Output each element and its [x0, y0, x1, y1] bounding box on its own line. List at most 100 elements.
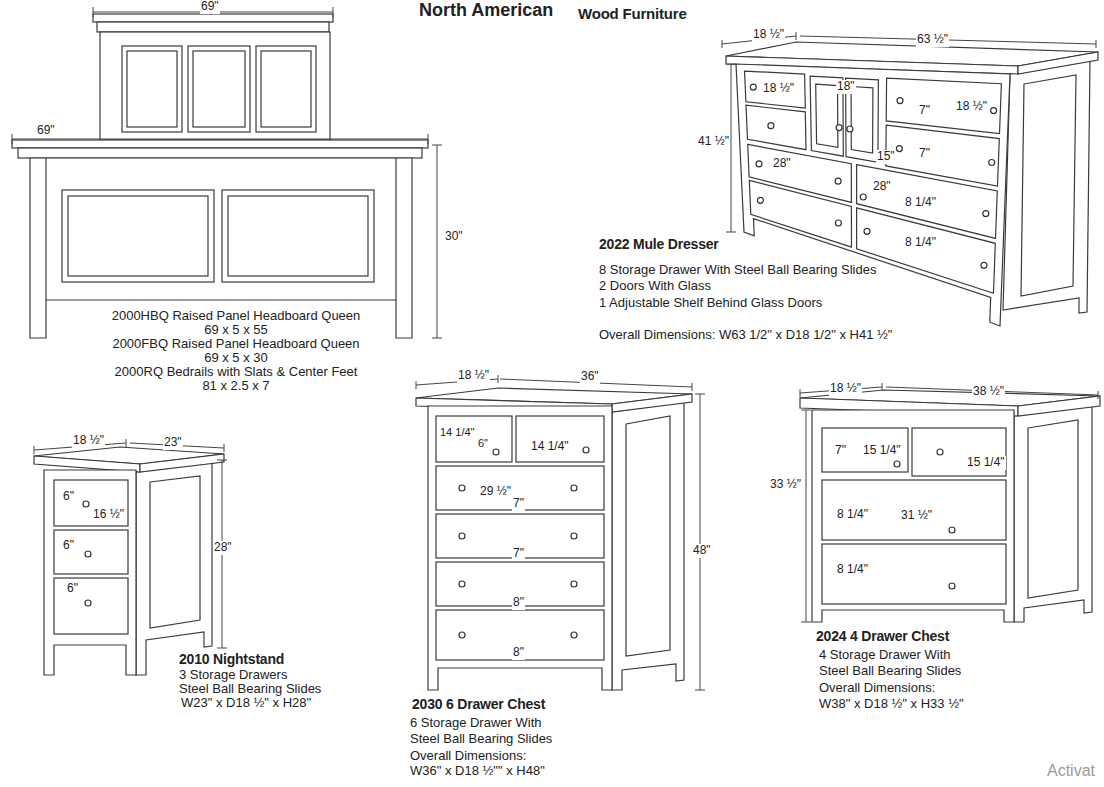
- drawer-knob: [896, 146, 902, 152]
- six-drawer-chest-drawing-part: [459, 533, 465, 539]
- dimension-label: 18 ½": [762, 82, 795, 96]
- four-drawer-chest-drawing-part: [912, 428, 1006, 476]
- brand-name: North American: [418, 0, 554, 21]
- dimension-label: 18 ½": [752, 28, 785, 42]
- drawer-knob: [864, 228, 870, 234]
- bed-drawing-part: [256, 46, 316, 132]
- six-drawer-chest-drawing-part: [571, 581, 577, 587]
- page-title: Wood Furniture: [577, 5, 688, 22]
- dimension-label: 6": [66, 582, 79, 596]
- bed-drawing-part: [18, 148, 422, 158]
- dimension-label: 18": [836, 80, 856, 94]
- four-drawer-chest-drawing-part: [937, 449, 943, 455]
- nightstand-drawing-part: [150, 476, 200, 628]
- dimension-label: 48": [692, 544, 712, 558]
- dresser-front: [736, 64, 1010, 326]
- nightstand-drawing-part: [44, 470, 136, 675]
- dimension-label: 36": [580, 370, 600, 384]
- bed-drawing-part: [222, 190, 374, 282]
- dimension-label: 33 ½": [769, 478, 802, 492]
- dimension-label: 16 ½": [92, 508, 125, 522]
- four-drawer-chest-drawing: [800, 390, 1100, 622]
- drawer-knob: [847, 126, 853, 132]
- dimension-lines-part: [432, 145, 442, 338]
- six-drawer-chest-drawing-part: [493, 449, 499, 455]
- nightstand-drawing-part: [140, 454, 224, 472]
- four-drawer-chest-drawing-part: [1028, 420, 1078, 598]
- dimension-label: 63 ½": [916, 33, 949, 47]
- four-drawer-chest-drawing-part: [822, 480, 1006, 540]
- drawer: [749, 180, 851, 247]
- bed-drawing-part: [127, 51, 177, 127]
- caption-text: W23" x D18 ½" x H28": [180, 696, 312, 711]
- dimension-lines-part: [801, 410, 811, 622]
- dimension-label: 30": [444, 230, 464, 244]
- caption-text: 8 Storage Drawer With Steel Ball Bearing…: [598, 263, 877, 278]
- drawer-knob: [860, 194, 866, 200]
- six-drawer-chest-drawing-part: [436, 416, 512, 462]
- six-drawer-chest-drawing-part: [436, 466, 604, 510]
- dimension-label: 28": [772, 157, 792, 171]
- six-drawer-chest-drawing: [416, 388, 692, 690]
- drawer-knob: [836, 125, 842, 131]
- six-drawer-chest-drawing-part: [571, 485, 577, 491]
- dimension-label: 28": [872, 180, 892, 194]
- four-drawer-chest-drawing-part: [812, 410, 1014, 622]
- four-drawer-chest-drawing-part: [949, 583, 955, 589]
- door-glass: [851, 87, 873, 154]
- nightstand-drawing-part: [54, 530, 128, 574]
- bed-drawing-part: [45, 158, 46, 300]
- dimension-label: 8": [512, 646, 525, 660]
- dimension-label: 69": [200, 0, 220, 14]
- caption-text: 3 Storage Drawers: [178, 668, 288, 683]
- six-drawer-chest-drawing-part: [583, 447, 589, 453]
- four-drawer-chest-drawing-part: [822, 428, 908, 472]
- dresser-drawing-part: [1021, 75, 1076, 296]
- caption-text: 69 x 5 x 30: [203, 351, 269, 366]
- dimension-lines-part: [695, 394, 705, 690]
- four-drawer-chest-drawing-part: [822, 544, 1006, 604]
- four-drawer-chest-drawing-part: [1018, 396, 1100, 416]
- drawer-knob: [757, 197, 763, 203]
- nightstand-drawing-part: [85, 551, 91, 557]
- drawer-knob: [768, 123, 774, 129]
- six-drawer-chest-drawing-part: [612, 394, 692, 412]
- caption-text: W38" x D18 ½" x H33 ½": [818, 697, 965, 712]
- drawer-knob: [989, 160, 995, 166]
- dimension-label: 14 1/4": [439, 426, 476, 439]
- dimension-label: 7": [512, 497, 525, 511]
- bed-drawing-part: [228, 196, 368, 276]
- product-name: 2030 6 Drawer Chest: [411, 696, 546, 712]
- dimension-label: 15 1/4": [862, 444, 902, 458]
- six-drawer-chest-drawing-part: [436, 610, 604, 660]
- caption-text: W36" x D18 ½"" x H48": [409, 764, 546, 779]
- caption-text: 4 Storage Drawer With: [818, 648, 952, 663]
- dresser-drawing-part: [1018, 52, 1098, 74]
- dimension-lines-part: [12, 134, 428, 144]
- drawer-knob: [750, 84, 756, 90]
- dresser-drawing-part: [1003, 60, 1090, 313]
- dimension-label: 8": [512, 596, 525, 610]
- nightstand-drawing-part: [136, 462, 212, 675]
- caption-text: 2000RQ Bedrails with Slats & Center Feet: [114, 365, 359, 380]
- dimension-label: 8 1/4": [904, 236, 937, 250]
- dimension-label: 28": [213, 541, 233, 555]
- dimension-label: 8 1/4": [904, 196, 937, 210]
- dimension-label: 6": [62, 539, 75, 553]
- six-drawer-chest-drawing-part: [571, 533, 577, 539]
- dimension-label: 7": [918, 147, 931, 161]
- dimension-label: 23": [163, 436, 183, 450]
- drawer-knob: [983, 211, 989, 217]
- drawer-knob: [981, 262, 987, 268]
- caption-text: 6 Storage Drawer With: [409, 716, 543, 731]
- dresser-drawing: [726, 42, 1098, 326]
- dimension-label: 15 1/4": [966, 456, 1006, 470]
- dimension-label: 7": [918, 104, 931, 118]
- dimension-label: 41 ½": [697, 135, 730, 149]
- dimension-label: 18 ½": [72, 434, 105, 448]
- nightstand-drawing-part: [85, 600, 91, 606]
- dimension-label: 38 ½": [972, 385, 1005, 399]
- product-name: 2010 Nightstand: [178, 651, 285, 667]
- six-drawer-chest-drawing-part: [459, 581, 465, 587]
- bed-drawing-part: [30, 158, 412, 338]
